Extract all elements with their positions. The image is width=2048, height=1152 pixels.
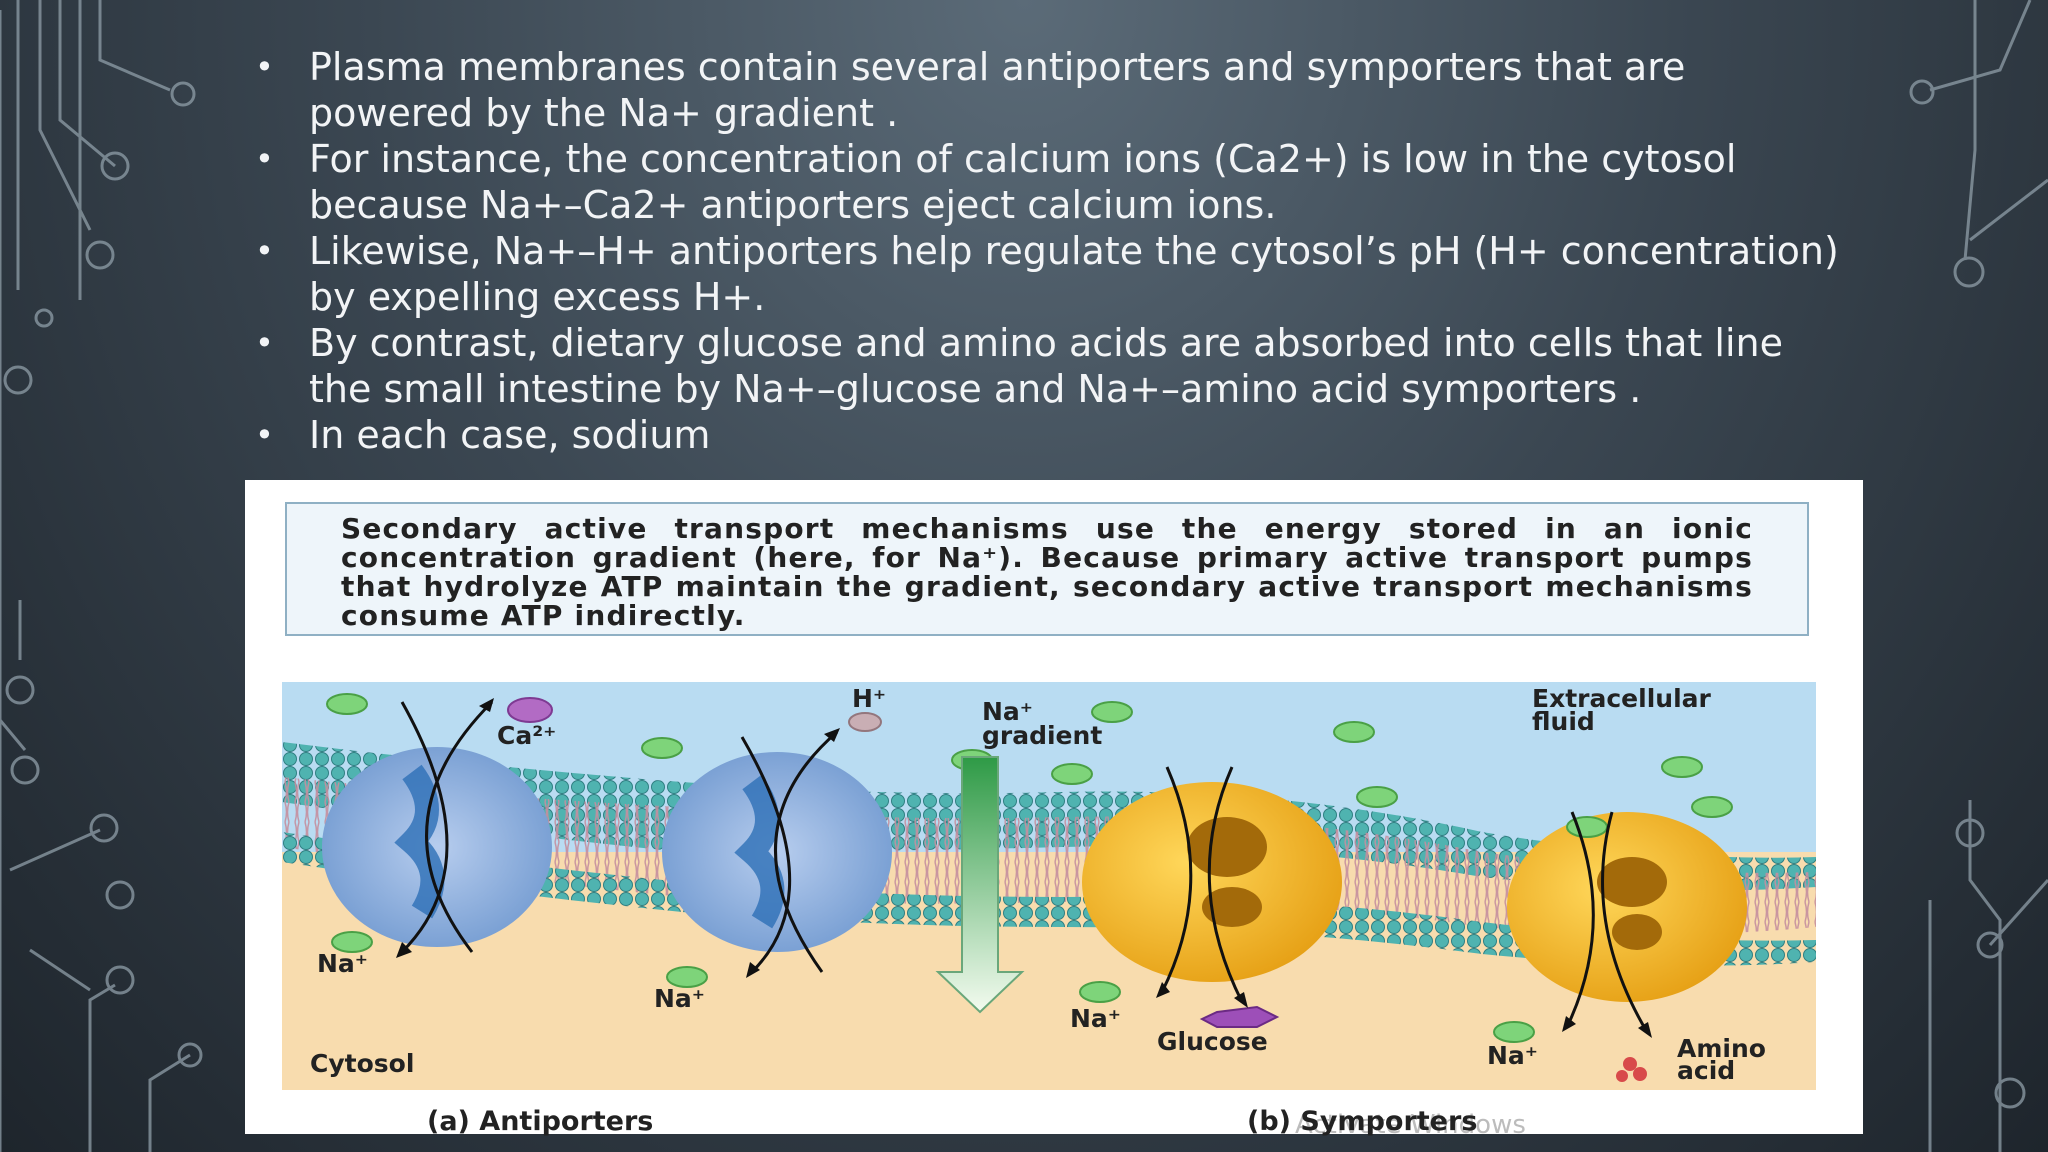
symporter-glucose xyxy=(1082,782,1342,982)
label-na-a2: Na⁺ xyxy=(654,984,705,1013)
label-h: H⁺ xyxy=(852,684,886,713)
glucose-molecule xyxy=(1199,1005,1280,1028)
bullet-item: Likewise, Na+–H+ antiporters help regula… xyxy=(255,228,1855,320)
label-ca: Ca²⁺ xyxy=(497,721,556,750)
amino-acid-molecule xyxy=(1616,1057,1647,1082)
transport-figure: Secondary active transport mechanisms us… xyxy=(245,480,1863,1140)
label-amino: Amino xyxy=(1677,1034,1766,1063)
arrow-heads xyxy=(396,698,1652,1038)
label-na-a1: Na⁺ xyxy=(317,949,368,978)
bullet-item: By contrast, dietary glucose and amino a… xyxy=(255,320,1855,412)
label-na-gradient: Na⁺ xyxy=(982,697,1033,726)
sub-caption-symporters: (b) Symporters xyxy=(1247,1106,1478,1137)
label-cytosol: Cytosol xyxy=(310,1049,414,1078)
ca-ion xyxy=(507,697,553,723)
transport-arrows xyxy=(400,700,1649,1033)
bullet-item: For instance, the concentration of calci… xyxy=(255,136,1855,228)
membrane-diagram: Ca²⁺ H⁺ Na⁺ gradient Extracellular fluid… xyxy=(282,682,1816,1090)
watermark: Activate Windows xyxy=(1295,1110,1526,1140)
label-glucose: Glucose xyxy=(1157,1027,1268,1056)
na-gradient-arrow xyxy=(935,756,1025,1014)
label-na-b2: Na⁺ xyxy=(1487,1041,1538,1070)
label-gradient: gradient xyxy=(982,721,1102,750)
bullet-item: Plasma membranes contain several antipor… xyxy=(255,44,1855,136)
label-fluid: fluid xyxy=(1532,707,1595,736)
sub-caption-antiporters: (a) Antiporters xyxy=(427,1106,654,1137)
h-ion xyxy=(848,712,882,732)
bullet-item: In each case, sodium xyxy=(255,412,1855,458)
label-acid: acid xyxy=(1677,1056,1735,1085)
label-extracellular: Extracellular xyxy=(1532,684,1712,713)
membrane xyxy=(282,742,1816,966)
bullet-list: Plasma membranes contain several antipor… xyxy=(255,44,1855,458)
figure-caption: Secondary active transport mechanisms us… xyxy=(285,502,1809,636)
label-na-b1: Na⁺ xyxy=(1070,1004,1121,1033)
symporter-amino xyxy=(1507,812,1747,1002)
antiporter-ca xyxy=(322,747,552,947)
